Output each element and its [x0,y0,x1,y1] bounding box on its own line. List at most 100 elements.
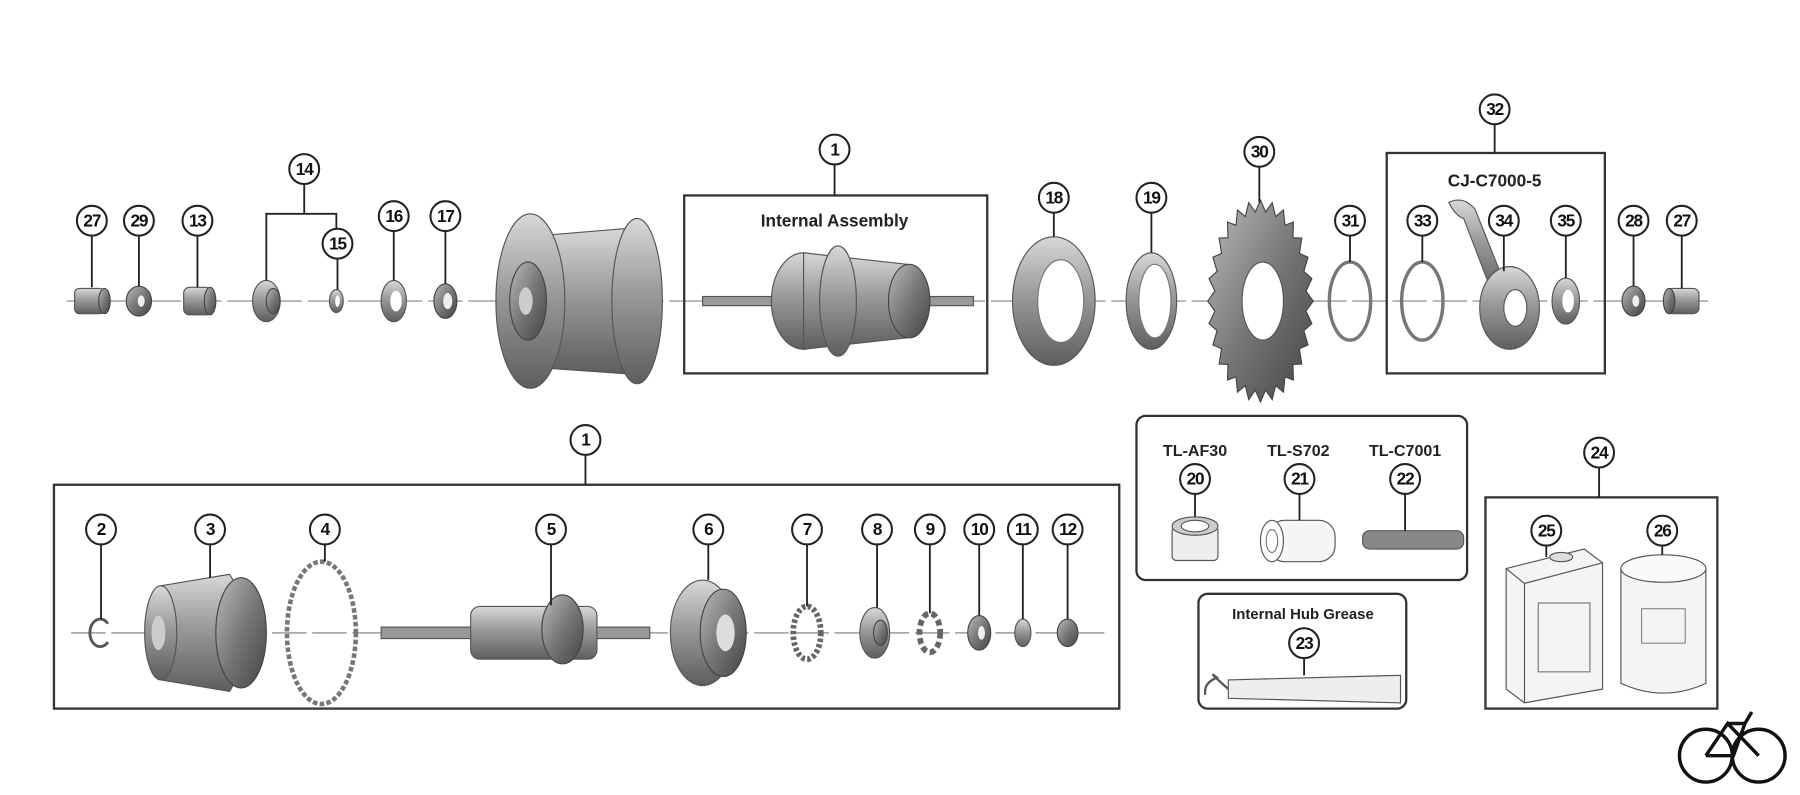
callout-circle [692,513,725,546]
callout-5[interactable]: 5 [535,513,567,606]
callout-13[interactable]: 13 [181,204,214,288]
callout-11[interactable]: 11 [1006,513,1039,620]
callout-9[interactable]: 9 [913,513,946,614]
callout-26[interactable]: 26 [1646,514,1679,555]
callout-27[interactable]: 27 [1665,204,1698,289]
part-5-axle-gear-unit[interactable] [380,594,651,665]
tools-box [1135,414,1469,582]
callout-number: 2 [97,519,106,539]
callout-27[interactable]: 27 [75,204,108,288]
part-17-nut[interactable] [433,283,458,319]
callout-number: 19 [1143,187,1160,207]
part-10-nut[interactable] [967,615,992,651]
callout-21[interactable]: 21 [1283,463,1316,521]
callout-1[interactable]: 1 [569,424,602,485]
part-16-washer[interactable] [380,279,407,323]
part-19-spacer[interactable] [1125,252,1178,350]
callout-circle [1478,93,1511,126]
part-4-pawl-ring[interactable] [284,559,359,707]
callout-34[interactable]: 34 [1487,204,1520,272]
bicycle-logo-icon [1677,711,1787,784]
callout-4[interactable]: 4 [308,513,341,562]
callout-2[interactable]: 2 [85,513,117,620]
callout-10[interactable]: 10 [963,513,996,616]
tool-20-tl-af30[interactable] [1171,516,1219,562]
callout-14[interactable]: 14 [288,153,321,186]
callout-number: 30 [1251,142,1268,162]
part-26-grease-jar[interactable] [1620,554,1707,694]
tool-21-tl-s702[interactable] [1259,519,1336,563]
callout-number: 17 [437,206,454,226]
part-internal-assembly[interactable] [701,245,975,357]
callout-number: 13 [189,210,206,230]
callout-number: 29 [130,210,147,230]
cj-c7000-5-label: CJ-C7000-5 [1448,170,1542,190]
part-7-bearing[interactable] [790,603,824,663]
part-hub-shell[interactable] [495,213,663,389]
part-28-nut[interactable] [1621,285,1646,317]
part-27-lock-nut-right[interactable] [1662,287,1700,315]
part-15-washer[interactable] [328,289,344,314]
part-29-nut[interactable] [125,285,153,317]
part-12-nut[interactable] [1056,618,1079,648]
part-18-seal[interactable] [1011,236,1096,366]
callout-number: 28 [1625,210,1643,230]
part-27-lock-nut-left[interactable] [74,287,111,315]
callout-circle [818,133,851,166]
callout-32[interactable]: 32 [1478,93,1511,153]
part-11-washer[interactable] [1014,618,1032,648]
callout-number: 16 [385,206,402,226]
grease-label: Internal Hub Grease [1232,606,1374,623]
part-34-cassette-joint[interactable] [1447,199,1540,350]
callout-circle [913,513,946,546]
callout-12[interactable]: 12 [1051,513,1084,620]
callout-8[interactable]: 8 [861,513,893,608]
callout-18[interactable]: 18 [1037,181,1070,237]
callout-3[interactable]: 3 [194,513,227,578]
callout-23[interactable]: 23 [1288,627,1321,676]
callout-circle [429,200,462,233]
callout-30[interactable]: 30 [1243,135,1276,203]
tool-22-tl-c7001[interactable] [1362,530,1465,550]
callout-25[interactable]: 25 [1530,514,1563,558]
callout-6[interactable]: 6 [692,513,725,581]
callout-number: 14 [296,159,314,179]
callout-33[interactable]: 33 [1406,204,1439,263]
callout-circle [1179,463,1211,495]
part-9-lock-washer[interactable] [916,610,944,656]
callout-circle [1646,514,1679,547]
part-2-snap-ring[interactable] [88,617,110,649]
part-13-cone[interactable] [183,286,217,316]
callout-number: 25 [1538,520,1556,540]
callout-circle [861,513,893,546]
part-3-driver[interactable] [144,573,267,693]
callout-circle [569,424,602,456]
callout-29[interactable]: 29 [122,204,155,287]
callout-7[interactable]: 7 [791,513,823,607]
callout-circle [194,513,227,546]
part-8-cone[interactable] [859,607,891,659]
callout-number: 32 [1486,99,1503,119]
callout-circle [1487,204,1520,237]
part-35-nut[interactable] [1551,277,1581,325]
callout-22[interactable]: 22 [1389,463,1422,531]
callout-17[interactable]: 17 [429,200,462,284]
callout-19[interactable]: 19 [1135,181,1168,253]
callout-31[interactable]: 31 [1334,204,1366,263]
callout-circle [1334,204,1366,237]
callout-15[interactable]: 15 [321,227,354,290]
grease-tube[interactable] [1203,673,1402,704]
grease-box [1197,592,1408,710]
callout-16[interactable]: 16 [377,200,410,281]
callout-28[interactable]: 28 [1617,204,1650,287]
part-30-sprocket[interactable] [1206,198,1314,404]
callout-number: 24 [1591,442,1609,462]
callout-1[interactable]: 1 [818,133,851,196]
callout-35[interactable]: 35 [1549,204,1582,279]
part-14-dust-cap[interactable] [251,279,281,323]
callout-24[interactable]: 24 [1583,436,1616,498]
part-25-oil-can[interactable] [1505,548,1604,704]
callout-20[interactable]: 20 [1179,463,1211,517]
part-6-hub-cone[interactable] [669,579,747,687]
